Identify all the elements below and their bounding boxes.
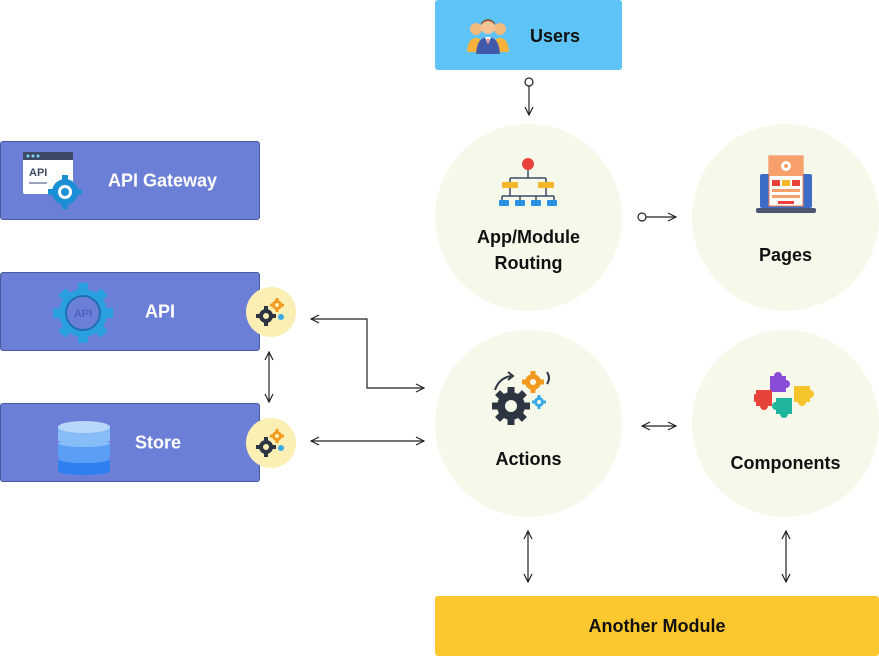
actions-node[interactable]: Actions <box>435 330 622 517</box>
api-label: API <box>145 301 176 321</box>
connector-api-actions <box>311 319 424 388</box>
people-group-icon <box>467 19 509 54</box>
components-node[interactable]: Components <box>692 330 879 517</box>
api-icon-text: API <box>74 308 92 320</box>
actions-label: Actions <box>495 449 562 469</box>
hierarchy-icon <box>499 158 557 206</box>
browser-gear-icon: API <box>23 152 82 209</box>
puzzle-icon <box>754 372 814 418</box>
components-label: Components <box>730 453 841 473</box>
api-badge <box>246 287 296 337</box>
pages-label: Pages <box>758 245 813 265</box>
database-icon <box>58 421 110 475</box>
gears-icon <box>492 371 550 425</box>
small-gears-icon <box>256 298 284 326</box>
routing-label-line2: Routing <box>494 253 563 273</box>
routing-label-line1: App/Module <box>477 227 580 247</box>
routing-node[interactable]: App/Module Routing <box>435 124 622 311</box>
connector-routing-pages <box>637 212 676 222</box>
api-gateway-label: API Gateway <box>108 170 218 190</box>
store-badge <box>246 418 296 468</box>
small-gears-icon <box>256 429 284 457</box>
api-gateway-box[interactable]: API API Gateway <box>0 141 260 220</box>
api-gear-icon: API <box>53 283 113 343</box>
another-module-box[interactable]: Another Module <box>435 596 879 656</box>
users-label: Users <box>530 26 581 46</box>
store-box[interactable]: Store <box>0 403 260 482</box>
laptop-webpage-icon <box>756 155 816 213</box>
pages-node[interactable]: Pages <box>692 124 879 311</box>
users-box[interactable]: Users <box>435 0 622 70</box>
store-label: Store <box>135 432 182 452</box>
api-gateway-icon-text: API <box>29 167 47 179</box>
another-module-label: Another Module <box>588 616 726 636</box>
api-box[interactable]: API API <box>0 272 260 351</box>
connector-users-routing <box>524 77 534 115</box>
